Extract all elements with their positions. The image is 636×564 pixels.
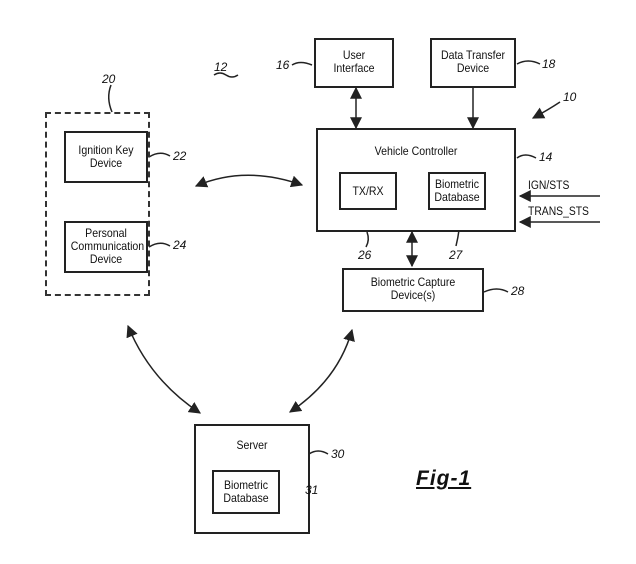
leader-14 bbox=[516, 154, 537, 159]
leader-30 bbox=[308, 450, 329, 455]
leader-24 bbox=[148, 242, 171, 248]
ref-30: 30 bbox=[331, 447, 345, 461]
vehicle-controller-label: Vehicle Controller bbox=[374, 144, 458, 158]
server-biometric-database-block: Biometric Database bbox=[212, 470, 280, 514]
user-interface-block: User Interface bbox=[314, 38, 394, 88]
vehicle-biometric-database-block: Biometric Database bbox=[428, 172, 486, 210]
ref-22: 22 bbox=[173, 149, 187, 163]
txrx-label: TX/RX bbox=[352, 184, 384, 198]
ref-20: 20 bbox=[102, 72, 116, 86]
biometric-capture-block: Biometric Capture Device(s) bbox=[342, 268, 484, 312]
group-server-arrow bbox=[126, 324, 202, 414]
group-vc-arrow bbox=[194, 174, 304, 188]
vehicle-biometric-database-label: Biometric Database bbox=[434, 177, 480, 204]
personal-communication-device-label: Personal Communication Device bbox=[70, 226, 145, 266]
server-biometric-database-label: Biometric Database bbox=[223, 478, 269, 505]
ref-16: 16 bbox=[276, 58, 290, 72]
ignition-key-device-block: Ignition Key Device bbox=[64, 131, 148, 183]
data-transfer-device-label: Data Transfer Device bbox=[441, 48, 505, 75]
ref-12: 12 bbox=[214, 60, 228, 74]
underline-12 bbox=[213, 72, 239, 78]
ref-31: 31 bbox=[305, 483, 319, 497]
leader-22 bbox=[148, 152, 171, 158]
leader-16 bbox=[291, 61, 313, 66]
server-label: Server bbox=[236, 438, 268, 452]
leader-10 bbox=[531, 101, 561, 119]
personal-communication-device-block: Personal Communication Device bbox=[64, 221, 148, 273]
ref-14: 14 bbox=[539, 150, 553, 164]
leader-20 bbox=[108, 84, 113, 113]
leader-28 bbox=[483, 288, 509, 293]
user-interface-label: User Interface bbox=[333, 48, 375, 75]
leader-18 bbox=[516, 60, 541, 65]
user-device-group bbox=[45, 112, 150, 296]
ign-sts-signal-label: IGN/STS bbox=[528, 180, 570, 192]
ref-26: 26 bbox=[358, 248, 372, 262]
trans-sts-signal-label: TRANS_STS bbox=[528, 206, 589, 218]
capture-server-arrow bbox=[289, 328, 355, 413]
ref-24: 24 bbox=[173, 238, 187, 252]
biometric-capture-label: Biometric Capture Device(s) bbox=[370, 275, 456, 302]
ref-10: 10 bbox=[563, 90, 577, 104]
figure-label: Fig-1 bbox=[416, 467, 472, 490]
txrx-block: TX/RX bbox=[339, 172, 397, 210]
ref-18: 18 bbox=[542, 57, 556, 71]
data-transfer-device-block: Data Transfer Device bbox=[430, 38, 516, 88]
leader-26 bbox=[365, 231, 370, 248]
ref-28: 28 bbox=[511, 284, 525, 298]
ref-27: 27 bbox=[449, 248, 463, 262]
ignition-key-device-label: Ignition Key Device bbox=[78, 143, 134, 170]
